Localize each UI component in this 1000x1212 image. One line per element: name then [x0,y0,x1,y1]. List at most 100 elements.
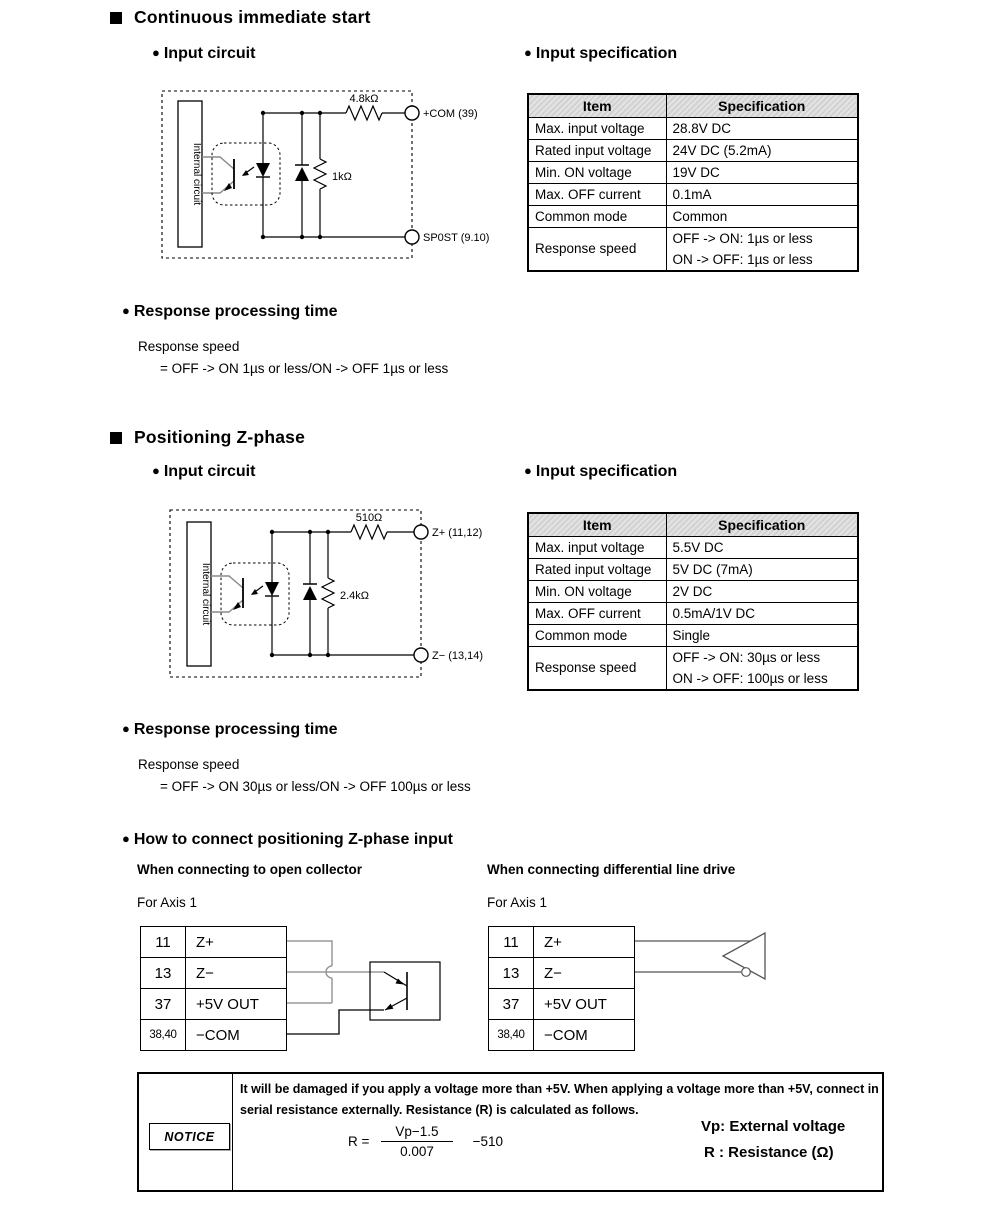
table-row: Response speed OFF -> ON: 1µs or less ON… [527,226,859,271]
terminal-top-label: +COM (39) [423,108,478,120]
pin-number: 37 [488,988,534,1020]
table-row: Rated input voltage 5V DC (7mA) [527,557,859,581]
pin-number: 11 [140,926,186,958]
table-row: Rated input voltage 24V DC (5.2mA) [527,138,859,162]
response-speed-label-2: Response speed [138,757,240,772]
item-cell: Rated input voltage [527,138,667,162]
item-cell: Max. input voltage [527,116,667,140]
zener-diode-icon [303,586,317,600]
resistor-icon [320,577,336,609]
col-header-spec: Specification [665,512,859,537]
internal-circuit-label: Internal circuit [191,143,202,205]
input-spec-heading-1: Input specification [524,45,677,63]
notice-label: NOTICE [149,1123,230,1150]
connect-heading: How to connect positioning Z-phase input [122,831,453,849]
pin-name: Z− [533,957,635,989]
table-row: Response speed OFF -> ON: 30µs or less O… [527,645,859,690]
spec-cell: 19V DC [665,160,859,184]
table-row: Min. ON voltage 2V DC [527,579,859,603]
line-driver-triangle-icon [721,931,766,981]
open-collector-pin-table: 11 Z+ 13 Z− 37 +5V OUT 38,40 −COM [140,926,287,1051]
junction-dot [307,529,313,535]
table-row: Max. OFF current 0.5mA/1V DC [527,601,859,625]
item-cell: Common mode [527,623,667,647]
internal-circuit-box [177,100,203,248]
pin-row: 11 Z+ [488,926,635,958]
terminal-top-label: Z+ (11,12) [432,527,482,539]
response-speed-value-1: = OFF -> ON 1µs or less/ON -> OFF 1µs or… [160,361,449,376]
notice-box: NOTICE It will be damaged if you apply a… [137,1072,884,1192]
wire [287,940,333,966]
section-heading-zphase: Positioning Z-phase [110,427,305,448]
spec-line-1: OFF -> ON: 1µs or less [672,230,813,246]
item-cell: Min. ON voltage [527,160,667,184]
response-time-heading-2: Response processing time [122,721,338,739]
heading-text: Input specification [535,45,678,62]
terminal-bottom-label: Z− (13,14) [432,650,483,662]
emitter-arrow-icon [224,183,232,191]
input-circuit-diagram-2: Internal circuit 510Ω 2.4kΩ Z+ (11,12) [169,509,483,678]
emitter-arrowhead [385,1003,394,1010]
inverter-bubble-icon [741,967,751,977]
spec-cell: OFF -> ON: 1µs or less ON -> OFF: 1µs or… [665,226,859,271]
square-bullet-icon [110,431,122,444]
series-resistor-label: 4.8kΩ [349,93,378,105]
resistor-icon [312,158,328,190]
pin-name: −COM [185,1019,287,1051]
item-cell: Common mode [527,204,667,228]
legend-r: R : Resistance (Ω) [704,1144,834,1161]
pin-number: 11 [488,926,534,958]
circle-bullet-icon [152,463,164,481]
pin-name: −COM [533,1019,635,1051]
item-cell: Response speed [527,226,667,271]
formula-numerator: Vp−1.5 [395,1124,439,1139]
open-collector-title: When connecting to open collector [137,862,363,877]
square-bullet-icon [110,11,122,24]
wire [211,575,244,589]
spec-line-1: OFF -> ON: 30µs or less [672,649,821,665]
response-time-heading-1: Response processing time [122,303,338,321]
pin-number: 13 [140,957,186,989]
col-header-item: Item [527,93,667,118]
circuit-boundary [169,509,422,678]
junction-dot [260,110,266,116]
section-heading-continuous: Continuous immediate start [110,7,371,28]
pin-number: 13 [488,957,534,989]
spec-cell: 0.5mA/1V DC [665,601,859,625]
resistance-formula: R = Vp−1.5 0.007 −510 [348,1124,503,1159]
optocoupler-outline [220,562,290,626]
spec-line-2: ON -> OFF: 1µs or less [672,251,813,267]
spec-cell: 0.1mA [665,182,859,206]
circle-bullet-icon [122,303,134,321]
terminal-circle [413,647,429,663]
pin-row: 11 Z+ [140,926,287,958]
heading-text: How to connect positioning Z-phase input [133,831,453,848]
transistor-box [369,961,441,1021]
led-icon [256,163,270,177]
wire [287,978,333,1004]
circle-bullet-icon [524,463,536,481]
open-collector-wiring-diagram [287,940,441,1035]
item-cell: Rated input voltage [527,557,667,581]
heading-text: Input circuit [163,45,256,62]
response-speed-label-1: Response speed [138,339,240,354]
table-row: Common mode Single [527,623,859,647]
light-arrowhead [251,589,258,595]
junction-dot [317,234,323,240]
junction-dot [299,110,305,116]
pin-row: 38,40 −COM [140,1019,287,1051]
item-cell: Max. input voltage [527,535,667,559]
collector-line [383,971,408,987]
heading-text: Response processing time [133,303,338,320]
terminal-bottom-label: SP0ST (9.10) [423,232,489,244]
formula-fraction: Vp−1.5 0.007 [381,1124,453,1159]
section-title: Positioning Z-phase [134,427,306,447]
terminal-circle [413,524,429,540]
input-circuit-heading-1: Input circuit [152,45,256,63]
spec-cell: Single [665,623,859,647]
circle-bullet-icon [122,721,134,739]
optocoupler-outline [211,142,281,206]
input-spec-table-1: Item Specification Max. input voltage 28… [527,93,859,272]
item-cell: Max. OFF current [527,601,667,625]
item-cell: Max. OFF current [527,182,667,206]
